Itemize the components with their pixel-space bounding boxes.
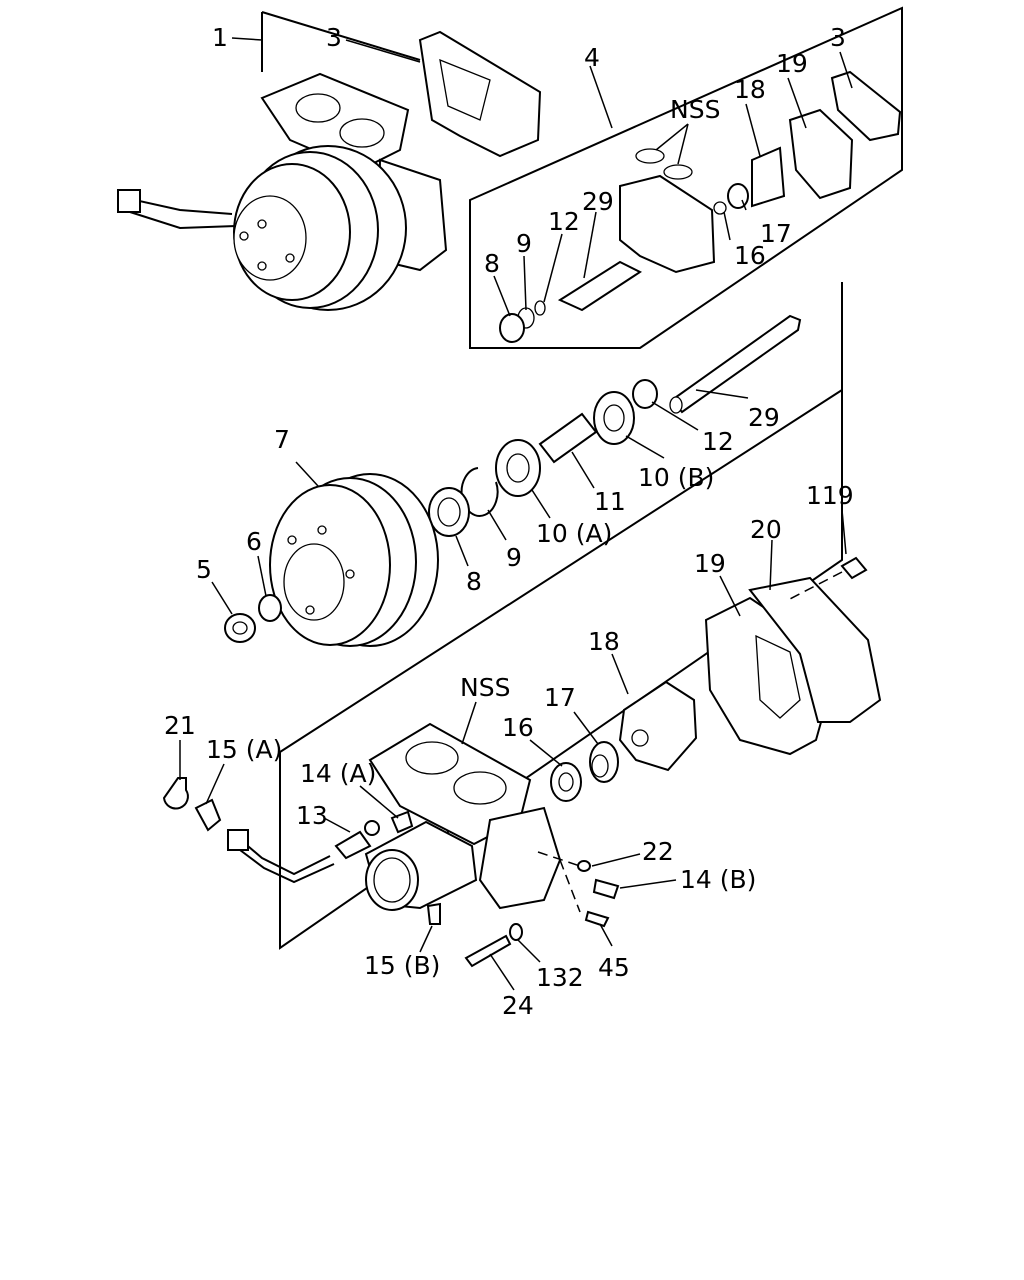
label-14a: 14 (A) <box>300 759 376 788</box>
label-14b: 14 (B) <box>680 865 756 894</box>
label-20: 20 <box>750 515 782 544</box>
dash-22 <box>537 851 581 867</box>
pipe-13 <box>235 835 335 884</box>
washer-22 <box>577 860 591 872</box>
impeller-18 <box>618 680 698 772</box>
seal-8 <box>428 487 470 537</box>
pump-assembly-1 <box>117 72 448 311</box>
bolt-119 <box>840 556 868 580</box>
plug-15b <box>426 902 441 925</box>
label-10b: 10 (B) <box>638 463 714 492</box>
label-16-kit: 16 <box>734 241 766 270</box>
bolt-45 <box>584 910 610 928</box>
assembly-bracket-1 <box>261 11 421 72</box>
label-29-kit: 29 <box>582 187 614 216</box>
bolt-119-dash <box>787 571 843 601</box>
label-10a: 10 (A) <box>536 519 612 548</box>
label-5: 5 <box>196 555 212 584</box>
label-13: 13 <box>296 801 328 830</box>
label-12: 12 <box>702 427 734 456</box>
label-15b: 15 (B) <box>364 951 440 980</box>
leader-lines <box>179 37 853 991</box>
clamp-21 <box>162 777 189 810</box>
label-18-kit: 18 <box>734 75 766 104</box>
label-22: 22 <box>642 837 674 866</box>
bearing-10b <box>593 391 635 445</box>
washer-6 <box>258 594 282 622</box>
kit-4-contents <box>499 108 854 343</box>
plug-14b <box>592 878 620 900</box>
label-19: 19 <box>694 549 726 578</box>
dash-45 <box>559 859 581 913</box>
gasket-3-right <box>830 70 902 142</box>
label-19-kit: 19 <box>776 49 808 78</box>
hose-13 <box>334 830 372 860</box>
ring-12 <box>632 379 658 409</box>
label-11: 11 <box>594 487 626 516</box>
label-1: 1 <box>212 23 228 52</box>
shaft-29 <box>669 314 802 414</box>
label-8-kit: 8 <box>484 249 500 278</box>
label-4: 4 <box>584 43 600 72</box>
label-6: 6 <box>246 527 262 556</box>
label-132: 132 <box>536 963 584 992</box>
main-frame <box>279 282 843 950</box>
label-119: 119 <box>806 481 854 510</box>
spacer-11 <box>538 412 598 464</box>
bearing-10a <box>495 439 541 497</box>
snap-ring-9 <box>460 467 499 517</box>
ring-14a <box>364 820 380 836</box>
label-21: 21 <box>164 711 196 740</box>
pump-body-nss <box>364 722 562 911</box>
label-17-kit: 17 <box>760 219 792 248</box>
label-12-kit: 12 <box>548 207 580 236</box>
nut-5 <box>224 613 256 643</box>
label-16: 16 <box>502 713 534 742</box>
bearing-16 <box>550 762 582 802</box>
label-17: 17 <box>544 683 576 712</box>
pipe-13-fitting <box>227 829 249 851</box>
pulley-7 <box>269 473 439 647</box>
label-8: 8 <box>466 567 482 596</box>
label-nss: NSS <box>460 673 510 702</box>
cover-plate-20 <box>748 576 882 723</box>
label-9: 9 <box>506 543 522 572</box>
label-45: 45 <box>598 953 630 982</box>
label-7: 7 <box>274 425 290 454</box>
kit-frame-4 <box>469 6 903 349</box>
elbow-15a <box>194 798 222 832</box>
seal-17 <box>589 741 619 783</box>
label-15a: 15 (A) <box>206 735 282 764</box>
label-18: 18 <box>588 627 620 656</box>
label-nss-kit: NSS <box>670 95 720 124</box>
label-3-top: 3 <box>326 23 342 52</box>
label-3-right: 3 <box>830 23 846 52</box>
label-24: 24 <box>502 991 534 1020</box>
label-29: 29 <box>748 403 780 432</box>
label-9-kit: 9 <box>516 229 532 258</box>
washer-132 <box>509 923 523 941</box>
bolt-24 <box>464 934 512 968</box>
